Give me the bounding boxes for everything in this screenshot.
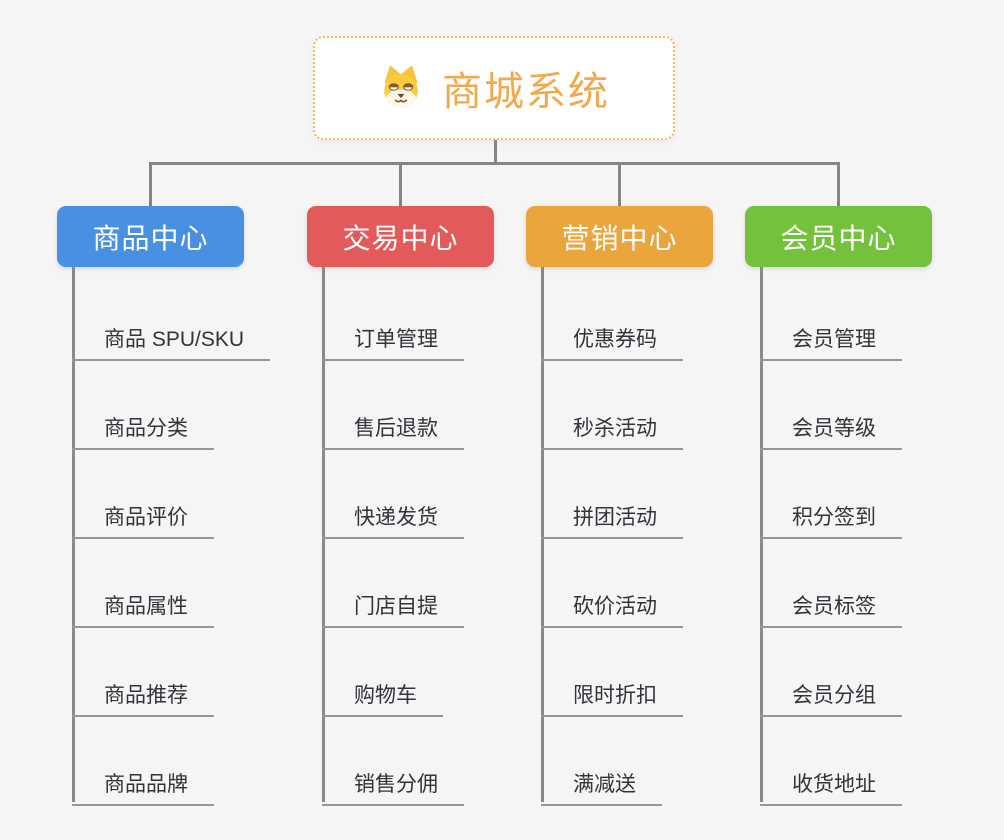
root-title: 商城系统	[442, 70, 610, 114]
leaf-node[interactable]: 秒杀活动	[541, 406, 683, 450]
branch-stub-line	[399, 162, 402, 206]
leaf-node[interactable]: 商品品牌	[72, 762, 214, 806]
branch: 交易中心 订单管理售后退款快递发货门店自提购物车销售分佣	[307, 206, 567, 816]
horizontal-connector-line	[149, 162, 840, 165]
leaf-node[interactable]: 快递发货	[322, 495, 464, 539]
leaf-node[interactable]: 优惠券码	[541, 317, 683, 361]
leaf-node[interactable]: 砍价活动	[541, 584, 683, 628]
doge-face-icon	[384, 65, 418, 108]
branch-header[interactable]: 交易中心	[307, 206, 494, 267]
leaf-node[interactable]: 商品推荐	[72, 673, 214, 717]
branch: 营销中心 优惠券码秒杀活动拼团活动砍价活动限时折扣满减送	[526, 206, 786, 816]
leaf-node[interactable]: 满减送	[541, 762, 662, 806]
leaf-node[interactable]: 积分签到	[760, 495, 902, 539]
leaf-node[interactable]: 会员管理	[760, 317, 902, 361]
leaf-node[interactable]: 会员等级	[760, 406, 902, 450]
leaf-node[interactable]: 商品 SPU/SKU	[72, 317, 271, 361]
leaf-node[interactable]: 限时折扣	[541, 673, 683, 717]
branch: 会员中心 会员管理会员等级积分签到会员标签会员分组收货地址	[745, 206, 1004, 816]
leaf-node[interactable]: 拼团活动	[541, 495, 683, 539]
root-node[interactable]: 商城系统	[313, 36, 675, 140]
leaf-node[interactable]: 售后退款	[322, 406, 464, 450]
leaf-node[interactable]: 订单管理	[322, 317, 464, 361]
branch-connector-line	[541, 267, 544, 802]
branch-stub-line	[149, 162, 152, 206]
branch-stub-line	[837, 162, 840, 206]
leaf-node[interactable]: 门店自提	[322, 584, 464, 628]
branch-stub-line	[618, 162, 621, 206]
leaf-node[interactable]: 商品分类	[72, 406, 214, 450]
branch-header[interactable]: 营销中心	[526, 206, 713, 267]
leaf-node[interactable]: 收货地址	[760, 762, 902, 806]
leaf-node[interactable]: 购物车	[322, 673, 443, 717]
leaf-node[interactable]: 会员标签	[760, 584, 902, 628]
leaf-node[interactable]: 商品评价	[72, 495, 214, 539]
leaf-node[interactable]: 会员分组	[760, 673, 902, 717]
branch-header[interactable]: 商品中心	[57, 206, 244, 267]
branch: 商品中心 商品 SPU/SKU 商品分类商品评价商品属性商品推荐商品品牌	[57, 206, 317, 816]
root-stub-line	[493, 140, 497, 165]
branch-connector-line	[322, 267, 325, 802]
branch-header[interactable]: 会员中心	[745, 206, 932, 267]
branch-connector-line	[72, 267, 75, 802]
leaf-node[interactable]: 销售分佣	[322, 762, 464, 806]
branch-connector-line	[760, 267, 763, 802]
leaf-node[interactable]: 商品属性	[72, 584, 214, 628]
